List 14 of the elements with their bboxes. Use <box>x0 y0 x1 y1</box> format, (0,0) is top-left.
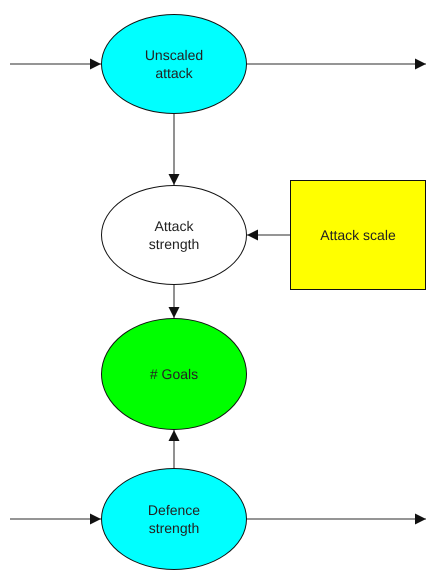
parameter-box <box>290 180 426 290</box>
arrow <box>247 58 426 70</box>
node-label: Defence strength <box>146 500 202 538</box>
arrow <box>10 58 101 70</box>
arrow <box>247 514 426 524</box>
arrow <box>10 514 101 524</box>
arrow <box>168 285 180 318</box>
node-label: # Goals <box>150 364 198 384</box>
node-label: Unscaled attack <box>144 46 204 82</box>
arrow <box>247 230 290 240</box>
node-label: Attack strength <box>148 216 200 254</box>
arrow <box>168 430 180 468</box>
node-label: Attack scale <box>320 226 396 244</box>
arrow <box>168 114 180 185</box>
